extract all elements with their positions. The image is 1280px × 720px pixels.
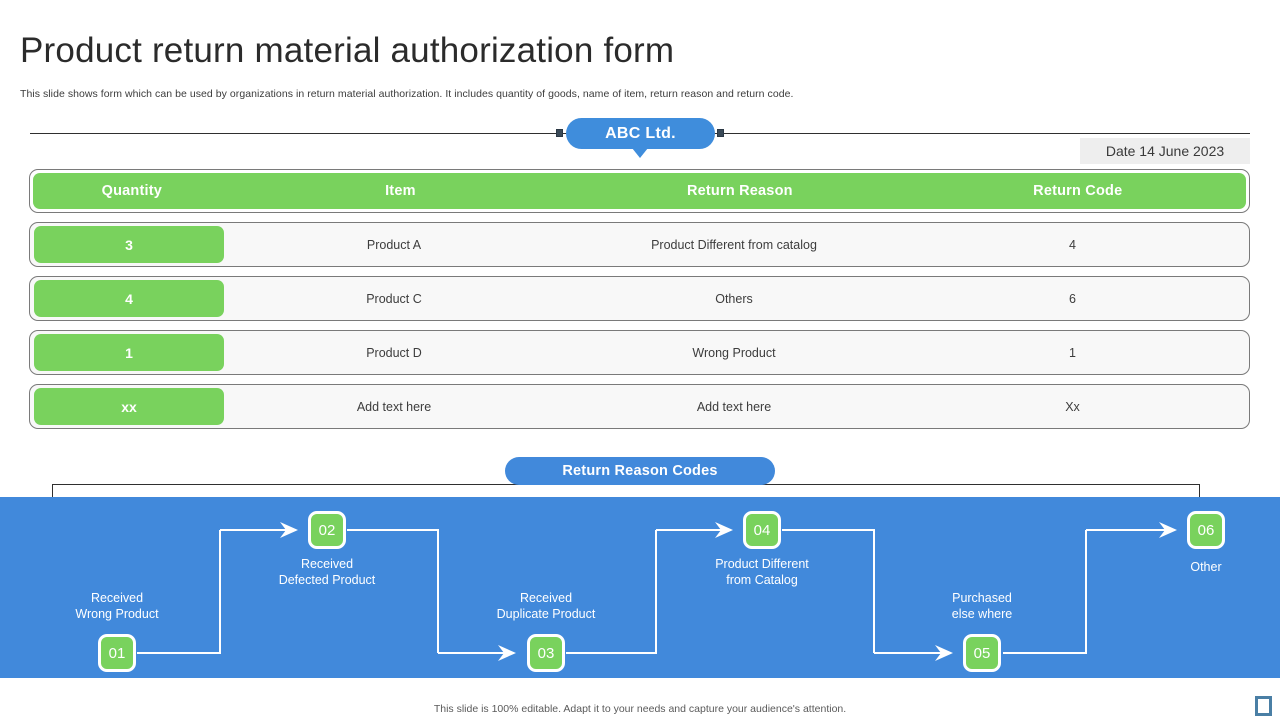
column-header-quantity: Quantity (101, 183, 163, 199)
table-row[interactable]: 4 Product C Others 6 (29, 276, 1250, 321)
flow-node-06-label: Other (1190, 560, 1222, 574)
cell-item: Product D (366, 345, 422, 360)
flow-node-05[interactable]: 05 (963, 634, 1001, 672)
quantity-badge: 1 (34, 334, 224, 371)
flow-node-04-label: Product Different from Catalog (715, 557, 809, 587)
company-badge-pointer-icon (632, 148, 648, 158)
column-header-item: Item (385, 183, 416, 199)
cell-return-reason: Wrong Product (692, 345, 776, 360)
date-field[interactable]: Date 14 June 2023 (1080, 138, 1250, 164)
cell-return-reason: Add text here (696, 399, 772, 414)
page-subtitle: This slide shows form which can be used … (20, 88, 794, 100)
cell-item: Add text here (356, 399, 432, 414)
page-title: Product return material authorization fo… (20, 31, 675, 70)
flow-node-01-label: Received Wrong Product (75, 591, 159, 621)
table-header-row: Quantity Item Return Reason Return Code (29, 169, 1250, 213)
footer-note: This slide is 100% editable. Adapt it to… (433, 703, 847, 715)
company-name-badge: ABC Ltd. (566, 118, 715, 149)
table-row[interactable]: 3 Product A Product Different from catal… (29, 222, 1250, 267)
return-authorization-table: Quantity Item Return Reason Return Code … (29, 169, 1250, 438)
rule-handle-left-icon (556, 129, 563, 137)
cell-return-code: 6 (1069, 291, 1076, 306)
rule-handle-right-icon (717, 129, 724, 137)
column-header-return-code: Return Code (1033, 183, 1123, 199)
flow-node-02-label: Received Defected Product (278, 557, 376, 587)
cell-return-code: 4 (1069, 237, 1076, 252)
flow-node-01[interactable]: 01 (98, 634, 136, 672)
flow-node-03[interactable]: 03 (527, 634, 565, 672)
quantity-badge: 3 (34, 226, 224, 263)
cell-return-reason: Product Different from catalog (651, 237, 817, 252)
flow-node-04[interactable]: 04 (743, 511, 781, 549)
return-reason-codes-badge: Return Reason Codes (505, 457, 775, 485)
column-header-return-reason: Return Reason (686, 183, 793, 199)
flow-node-05-label: Purchased else where (951, 591, 1013, 621)
cell-item: Product A (366, 237, 422, 252)
quantity-badge: 4 (34, 280, 224, 317)
cell-return-code: 1 (1069, 345, 1076, 360)
flow-node-06[interactable]: 06 (1187, 511, 1225, 549)
return-reason-codes-flow: 01 Received Wrong Product 02 Received De… (0, 497, 1280, 678)
cell-item: Product C (366, 291, 422, 306)
cell-return-code: Xx (1065, 399, 1080, 414)
flow-connector-lines (137, 522, 1177, 661)
table-row[interactable]: xx Add text here Add text here Xx (29, 384, 1250, 429)
flow-node-03-label: Received Duplicate Product (496, 591, 596, 621)
corner-square-icon[interactable] (1255, 696, 1272, 716)
flow-node-02[interactable]: 02 (308, 511, 346, 549)
table-row[interactable]: 1 Product D Wrong Product 1 (29, 330, 1250, 375)
cell-return-reason: Others (715, 291, 753, 306)
quantity-badge: xx (34, 388, 224, 425)
